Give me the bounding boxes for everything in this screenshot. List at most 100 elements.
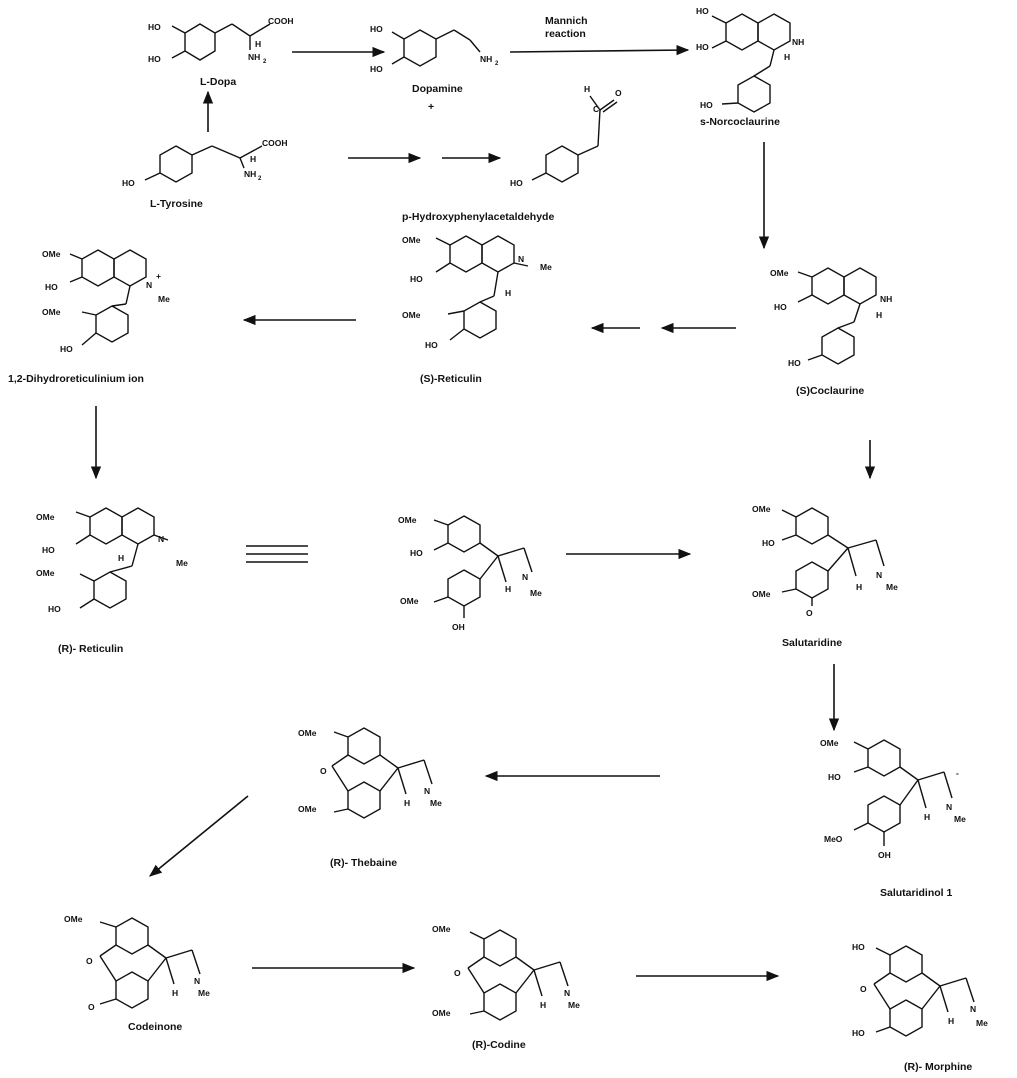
hydroxyl-label: HO bbox=[410, 548, 423, 558]
nitrogen-label: N bbox=[970, 1004, 976, 1014]
hydroxyl-label: HO bbox=[828, 772, 841, 782]
hydroxyl-label: HO bbox=[48, 604, 61, 614]
hydroxyl-label: HO bbox=[696, 6, 709, 16]
nitrogen-label: N bbox=[518, 254, 524, 264]
nitrogen-label: N bbox=[424, 786, 430, 796]
codeinone-structure: OMe O N Me H O Codeinone bbox=[64, 914, 210, 1033]
compound-name-salutaridine: Salutaridine bbox=[782, 637, 842, 649]
subscript-2: 2 bbox=[263, 59, 267, 65]
oxygen-label: O bbox=[615, 88, 622, 98]
methoxy-label: OMe bbox=[298, 728, 317, 738]
salutaridine-structure: OMe HO N Me H OMe O Salutaridine bbox=[752, 504, 898, 649]
plus-sign: + bbox=[428, 101, 434, 113]
s-coclaurine-structure: OMe HO NH H HO (S)Coclaurine bbox=[770, 267, 892, 397]
compound-name-r-codine: (R)-Codine bbox=[472, 1039, 526, 1051]
hydrogen-label: H bbox=[856, 582, 862, 592]
hydroxyl-label: OH bbox=[452, 622, 465, 632]
compound-name-r-reticulin: (R)- Reticulin bbox=[58, 643, 123, 655]
amine-label: NH bbox=[244, 169, 256, 179]
l-dopa-structure: HO HO COOH H NH 2 L-Dopa bbox=[148, 16, 294, 88]
s-reticulin-structure: OMe HO N Me H OMe HO (S)-Reticulin bbox=[402, 235, 552, 385]
hydroxyl-label: HO bbox=[60, 344, 73, 354]
methoxy-label: OMe bbox=[36, 568, 55, 578]
positive-charge: + bbox=[156, 271, 161, 281]
compound-name-r-morphine: (R)- Morphine bbox=[904, 1061, 972, 1073]
methoxy-label: OMe bbox=[752, 589, 771, 599]
nitrogen-label: N bbox=[194, 976, 200, 986]
nitrogen-label: N bbox=[522, 572, 528, 582]
hydroxyl-label: HO bbox=[852, 1028, 865, 1038]
hydroxyl-label: HO bbox=[700, 100, 713, 110]
compound-name-hydroxyphenylacetaldehyde: p-Hydroxyphenylacetaldehyde bbox=[402, 211, 554, 223]
oxygen-label: O bbox=[860, 984, 867, 994]
hydroxyl-label: HO bbox=[370, 64, 383, 74]
hydroxyl-label: HO bbox=[370, 24, 383, 34]
methyl-label: Me bbox=[954, 814, 966, 824]
salutaridinol-structure: OMe HO - N Me H MeO OH Salutaridinol 1 bbox=[820, 738, 966, 899]
hydrogen-label: H bbox=[255, 39, 261, 49]
oxygen-label: O bbox=[806, 608, 813, 618]
methoxy-label: OMe bbox=[36, 512, 55, 522]
charge-dash: - bbox=[956, 768, 959, 778]
r-reticulin-structure: OMe HO N Me H OMe HO (R)- Reticulin bbox=[36, 507, 188, 655]
compound-name-dihydroreticulinium: 1,2-Dihydroreticulinium ion bbox=[8, 373, 144, 385]
hydroxyl-label: HO bbox=[696, 42, 709, 52]
dopamine-structure: HO HO NH 2 Dopamine + bbox=[370, 24, 499, 113]
r-reticulin-alternate-structure: OMe HO N Me H OMe OH bbox=[398, 515, 542, 632]
methoxy-label: OMe bbox=[820, 738, 839, 748]
arrow-mannich-reaction bbox=[509, 45, 690, 56]
hydroxyl-label: HO bbox=[42, 545, 55, 555]
hydroxyl-label: HO bbox=[852, 942, 865, 952]
hydroxyl-label: HO bbox=[762, 538, 775, 548]
dihydroreticulinium-structure: OMe HO N + Me OMe HO 1,2-Dihydroreticuli… bbox=[8, 249, 170, 385]
methoxy-label: OMe bbox=[400, 596, 419, 606]
methyl-label: Me bbox=[530, 588, 542, 598]
nitrogen-label: N bbox=[876, 570, 882, 580]
methoxy-label: OMe bbox=[752, 504, 771, 514]
methoxy-label: OMe bbox=[42, 249, 61, 259]
nitrogen-label: N bbox=[564, 988, 570, 998]
oxygen-label: O bbox=[320, 766, 327, 776]
carboxyl-label: COOH bbox=[268, 16, 294, 26]
amine-label: NH bbox=[248, 52, 260, 62]
amine-label: NH bbox=[880, 294, 892, 304]
mannich-label-line1: Mannich bbox=[545, 15, 588, 27]
arrow-thebaine-to-codeinone bbox=[149, 795, 249, 877]
hydroxyl-label: HO bbox=[148, 54, 161, 64]
methoxy-label: OMe bbox=[42, 307, 61, 317]
subscript-2: 2 bbox=[495, 61, 499, 67]
methyl-label: Me bbox=[568, 1000, 580, 1010]
methoxy-label: OMe bbox=[402, 235, 421, 245]
hydroxyl-label: HO bbox=[122, 178, 135, 188]
hydroxyphenylacetaldehyde-structure: H C O HO p-Hydroxyphenylacetaldehyde bbox=[402, 84, 622, 223]
carboxyl-label: COOH bbox=[262, 138, 288, 148]
hydrogen-label: H bbox=[505, 288, 511, 298]
hydrogen-label: H bbox=[924, 812, 930, 822]
methyl-label: Me bbox=[976, 1018, 988, 1028]
hydroxyl-label: HO bbox=[148, 22, 161, 32]
compound-name-r-thebaine: (R)- Thebaine bbox=[330, 857, 397, 869]
methyl-label: Me bbox=[158, 294, 170, 304]
hydrogen-label: H bbox=[784, 52, 790, 62]
methyl-label: Me bbox=[430, 798, 442, 808]
methoxy-label: OMe bbox=[398, 515, 417, 525]
hydroxyl-label: OH bbox=[878, 850, 891, 860]
hydrogen-label: H bbox=[948, 1016, 954, 1026]
methoxy-label: OMe bbox=[402, 310, 421, 320]
r-morphine-structure: HO O N Me H HO (R)- Morphine bbox=[852, 942, 988, 1073]
compound-name-l-tyrosine: L-Tyrosine bbox=[150, 198, 203, 210]
hydrogen-label: H bbox=[505, 584, 511, 594]
hydroxyl-label: HO bbox=[45, 282, 58, 292]
nitrogen-label: N bbox=[946, 802, 952, 812]
compound-name-codeinone: Codeinone bbox=[128, 1021, 182, 1033]
compound-name-norcoclaurine: s-Norcoclaurine bbox=[700, 116, 780, 128]
subscript-2: 2 bbox=[258, 176, 262, 182]
methoxy-label: OMe bbox=[770, 268, 789, 278]
r-codine-structure: OMe O N Me H OMe (R)-Codine bbox=[432, 924, 580, 1051]
methoxy-label: OMe bbox=[432, 924, 451, 934]
methoxy-label: OMe bbox=[432, 1008, 451, 1018]
hydrogen-label: H bbox=[118, 553, 124, 563]
methyl-label: Me bbox=[198, 988, 210, 998]
compound-name-dopamine: Dopamine bbox=[412, 83, 463, 95]
hydroxyl-label: HO bbox=[788, 358, 801, 368]
